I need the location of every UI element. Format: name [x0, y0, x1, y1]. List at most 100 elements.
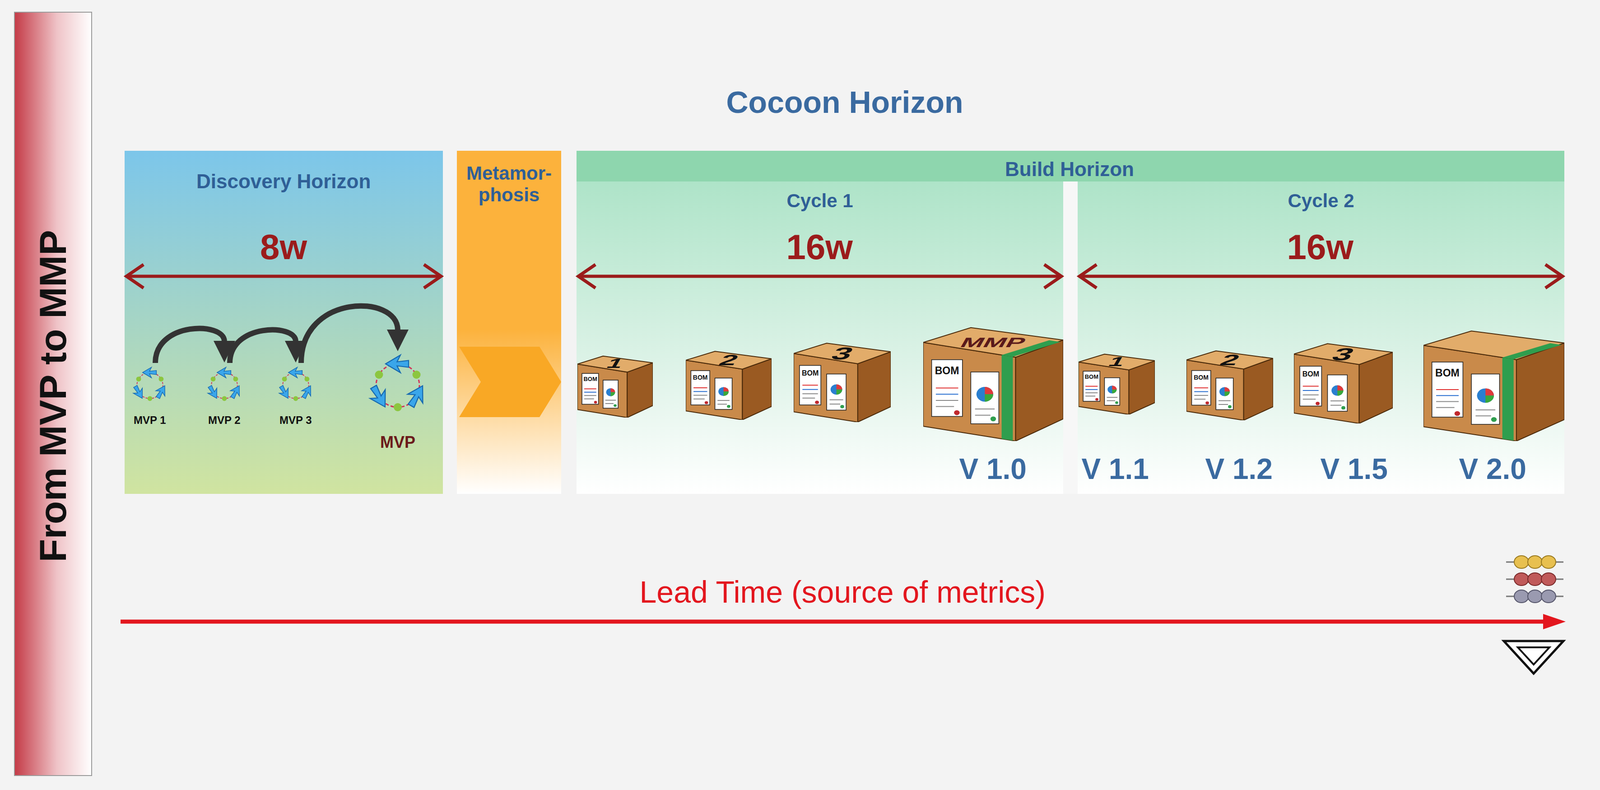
- text-anchor: MVP 1: [133, 413, 167, 427]
- dimension-head: [423, 264, 442, 289]
- lead-time-head: [1543, 613, 1566, 630]
- version-label: V 2.0: [1459, 452, 1527, 487]
- text-anchor: V 1.1: [1081, 452, 1149, 487]
- horizon-panel: Build HorizonCycle 11BOM2BOM3BOMMMPBOMV …: [576, 150, 1565, 494]
- box-number: 2: [715, 351, 743, 369]
- text-anchor: Cycle 2: [1288, 190, 1355, 212]
- text-anchor: From MVP to MMP: [0, 374, 219, 419]
- package-art: [685, 351, 772, 420]
- duration-label: 8w: [260, 227, 307, 268]
- mvp-label: MVP 1: [133, 413, 167, 427]
- text-anchor: V 1.0: [959, 452, 1027, 487]
- dimension-head: [1545, 264, 1563, 289]
- abacus-bead: [1527, 572, 1543, 586]
- box-number: 3: [827, 343, 858, 364]
- text-anchor: V 2.0: [1459, 452, 1527, 487]
- text-anchor: MVP: [380, 432, 416, 452]
- text-anchor: Discovery Horizon: [196, 170, 371, 194]
- mvp-label: MVP 3: [279, 413, 312, 427]
- build-panel: [576, 150, 1565, 494]
- duration-label: 16w: [786, 227, 853, 268]
- abacus-bead: [1527, 555, 1543, 569]
- text-anchor: BOM: [1193, 373, 1210, 382]
- box-number: 1: [1105, 354, 1129, 370]
- text-anchor: Lead Time (source of metrics): [639, 574, 1046, 610]
- panel-heading: Cycle 2: [1288, 190, 1355, 212]
- curved-arrow: [229, 330, 296, 363]
- text-anchor: MVP 2: [208, 413, 241, 427]
- text-anchor: 3: [1333, 334, 1354, 375]
- package-art: [1293, 343, 1393, 424]
- package-art: [793, 343, 891, 423]
- release-package: BOM V 2.0: [1423, 321, 1565, 493]
- document-label: BOM: [1302, 370, 1320, 379]
- cycle-icon-art: [276, 367, 316, 402]
- vertical-band: From MVP to MMP: [14, 12, 92, 776]
- dimension-line: [578, 274, 1062, 279]
- cycle-icon-art: [130, 367, 170, 402]
- abacus-bead: [1541, 572, 1556, 586]
- chevron-arrow: [459, 346, 562, 418]
- dimension-line: [126, 274, 442, 279]
- document-label: BOM: [1434, 367, 1461, 379]
- release-package: 3BOM V 1.5: [1293, 336, 1393, 493]
- abacus-bead: [1514, 555, 1529, 569]
- panel-heading: Discovery Horizon: [196, 170, 371, 194]
- text-anchor: 3: [832, 333, 852, 373]
- abacus-icon: [1506, 555, 1564, 603]
- dimension-line: [1079, 274, 1563, 279]
- cycle-icon: MVP: [363, 351, 432, 452]
- abacus-bead: [1541, 590, 1556, 603]
- text-anchor: Build Horizon: [1004, 158, 1135, 182]
- document-label: BOM: [1193, 373, 1210, 382]
- release-package: 1BOM: [577, 350, 653, 493]
- text-anchor: MMP: [961, 326, 1025, 359]
- dimension-head: [1079, 264, 1097, 289]
- text-anchor: 16w: [1287, 227, 1354, 268]
- cycle-icon: MVP 1: [127, 362, 173, 429]
- panel-heading: Build Horizon: [1004, 158, 1135, 182]
- build-header-band: [576, 150, 1565, 182]
- text-anchor: 1: [1109, 346, 1125, 377]
- metamorphosis-panel: [456, 150, 562, 494]
- version-label: V 1.2: [1205, 452, 1273, 487]
- abacus-bead: [1514, 590, 1529, 603]
- text-anchor: V 1.5: [1320, 452, 1388, 487]
- mvp-label: MVP 2: [208, 413, 241, 427]
- text-anchor: MVP 3: [279, 413, 312, 427]
- version-label: V 1.1: [1081, 452, 1149, 487]
- package-art: [1078, 354, 1155, 415]
- document-label: BOM: [801, 369, 819, 378]
- release-package: 1BOM V 1.1: [1078, 348, 1155, 493]
- box-number: 1: [603, 356, 627, 372]
- package-art: [1423, 330, 1565, 442]
- box-number: 2: [1216, 351, 1244, 369]
- version-label: V 1.0: [959, 452, 1027, 487]
- abacus-bead: [1527, 590, 1543, 603]
- dimension-head: [1044, 264, 1062, 289]
- abacus-bead: [1514, 572, 1529, 586]
- document-label: BOM: [1084, 373, 1099, 381]
- text-anchor: Metamor- phosis: [460, 162, 558, 207]
- curved-arrow: [155, 328, 225, 363]
- document-label: BOM: [692, 373, 709, 382]
- document-label: BOM: [934, 364, 960, 377]
- release-package: 2BOM V 1.2: [1186, 344, 1274, 493]
- side-band: [14, 12, 92, 776]
- box-stamp: MMP: [957, 334, 1030, 351]
- text-anchor: BOM: [692, 373, 709, 382]
- panel-heading: Cycle 1: [786, 190, 854, 212]
- cycle-icon: MVP 3: [273, 362, 319, 429]
- text-anchor: Cycle 1: [786, 190, 854, 212]
- diagram-title: Cocoon Horizon: [726, 84, 964, 120]
- text-anchor: BOM: [1084, 373, 1099, 381]
- text-anchor: 16w: [786, 227, 853, 268]
- dimension-head: [126, 264, 144, 289]
- horizon-panel: Discovery HorizonMVP 1 MVP 2 MVP 3 MVP: [124, 150, 443, 494]
- cycle-icon-art: [366, 355, 431, 412]
- text-anchor: 8w: [260, 227, 307, 268]
- text-anchor: 2: [720, 343, 738, 378]
- axis-label: Lead Time (source of metrics): [639, 574, 1046, 610]
